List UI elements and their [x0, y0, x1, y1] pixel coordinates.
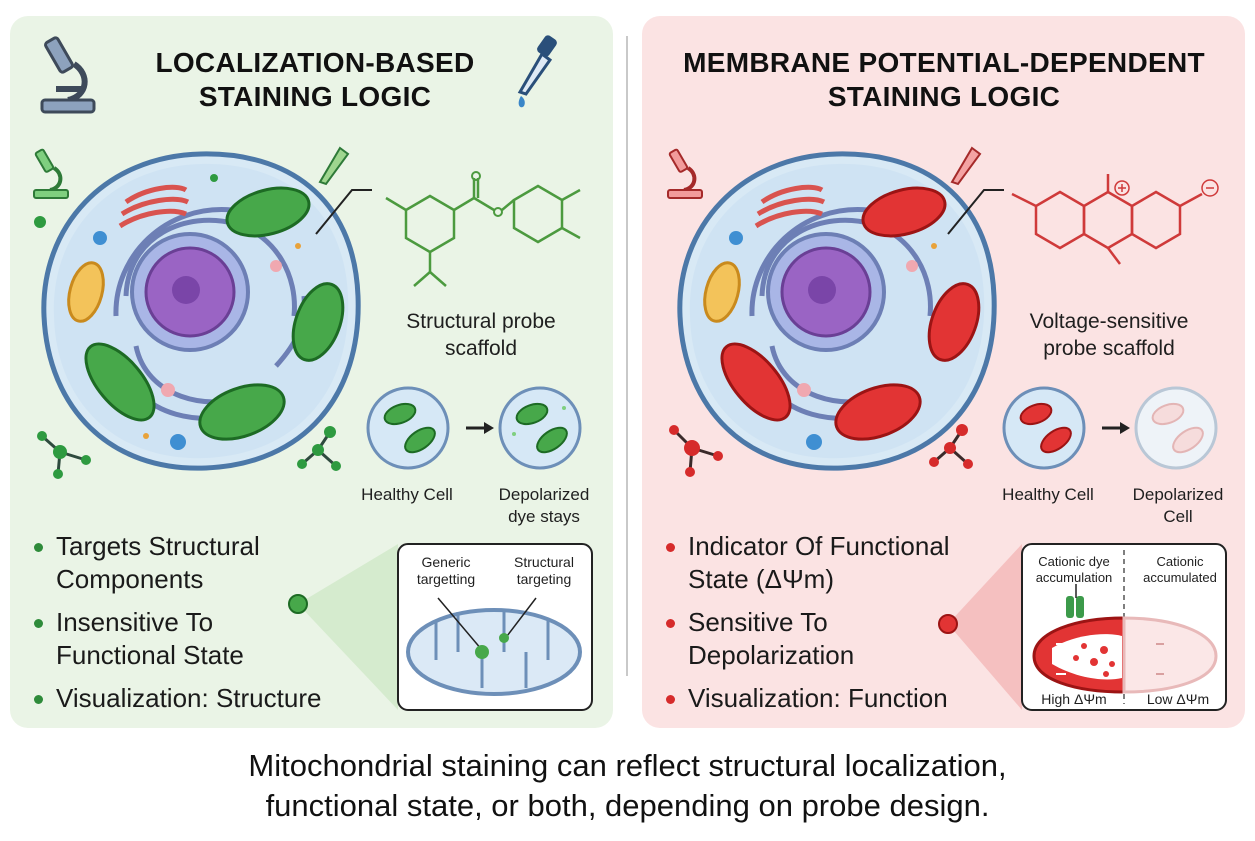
right-zoom-label-b: Cationic accumulated — [1130, 554, 1230, 586]
left-zoom-label-b-line2: targeting — [516, 571, 572, 587]
right-title: MEMBRANE POTENTIAL-DEPENDENT STAINING LO… — [652, 46, 1236, 114]
left-bullet-1-line1: Targets Structural — [56, 531, 260, 561]
high-potential-label: High ΔΨm — [1028, 688, 1120, 710]
left-scaffold-label: Structural probe scaffold — [378, 308, 584, 362]
left-zoom-label-a: Generic targetting — [404, 554, 488, 588]
right-title-line2: STAINING LOGIC — [827, 81, 1061, 112]
left-bullet-3-line1: Visualization: Structure — [56, 683, 322, 713]
small-microscope-icon-red — [667, 148, 703, 199]
left-healthy-label: Healthy Cell — [352, 484, 462, 506]
left-title-line2: STAINING LOGIC — [198, 81, 432, 112]
left-scaffold-line2: scaffold — [445, 337, 517, 360]
footer-caption: Mitochondrial staining can reflect struc… — [0, 746, 1255, 826]
bullet-dot — [666, 543, 675, 552]
microscope-icon — [40, 36, 96, 114]
right-zoom-label-a-line1: Cationic dye — [1038, 554, 1110, 569]
right-cell-diagram — [677, 151, 997, 471]
right-zoom-label-b-line1: Cationic — [1156, 554, 1204, 569]
right-bullet-1-line2: State (ΔΨm) — [688, 564, 834, 594]
right-depolarized-line1: Depolarized — [1132, 485, 1224, 504]
right-scaffold-line2: probe scaffold — [1043, 337, 1175, 360]
structural-probe-molecule — [385, 171, 581, 287]
left-bullet-3: Visualization: Structure — [30, 682, 370, 715]
bullet-dot — [34, 543, 43, 552]
left-pointer-line — [315, 189, 372, 235]
bullet-dot — [34, 619, 43, 628]
right-zoom-inset — [938, 543, 1227, 711]
right-healthy-text: Healthy Cell — [1002, 485, 1094, 504]
left-depolarized-line1: Depolarized — [498, 485, 590, 504]
right-bullet-3-line1: Visualization: Function — [688, 683, 948, 713]
left-title: LOCALIZATION-BASED STAINING LOGIC — [110, 46, 520, 114]
right-zoom-label-a: Cationic dye accumulation — [1022, 554, 1126, 586]
left-zoom-inset — [288, 543, 593, 711]
high-potential-text: High ΔΨm — [1041, 691, 1107, 707]
left-zoom-label-a-line2: targetting — [416, 571, 476, 587]
golgi — [118, 184, 190, 229]
right-scaffold-label: Voltage-sensitive probe scaffold — [1000, 308, 1218, 362]
bullet-dot — [34, 695, 43, 704]
left-title-line1: LOCALIZATION-BASED — [155, 47, 475, 78]
right-depolarized-line2: Cell — [1163, 507, 1193, 526]
left-healthy-to-depolarized — [366, 386, 582, 470]
green-mitochondria — [84, 186, 345, 441]
molecule-icon-red-left — [669, 425, 723, 477]
left-zoom-label-b-line1: Structural — [514, 554, 574, 570]
right-pointer-line — [947, 189, 1004, 235]
low-potential-label: Low ΔΨm — [1128, 688, 1228, 710]
molecule-icon-left — [37, 431, 91, 479]
small-dropper-icon-red — [950, 146, 982, 186]
right-scaffold-line1: Voltage-sensitive — [1029, 310, 1189, 333]
voltage-probe-molecule — [1011, 174, 1219, 265]
left-zoom-label-b: Structural targeting — [500, 554, 588, 588]
right-bullet-1-line1: Indicator Of Functional — [688, 531, 950, 561]
right-bullet-2-line2: Depolarization — [688, 640, 855, 670]
small-dropper-icon — [318, 146, 350, 186]
left-healthy-text: Healthy Cell — [361, 485, 453, 504]
right-healthy-to-depolarized — [1002, 386, 1218, 470]
left-depolarized-label: Depolarized dye stays — [484, 484, 604, 528]
right-title-line1: MEMBRANE POTENTIAL-DEPENDENT — [683, 47, 1205, 78]
bullet-dot — [666, 695, 675, 704]
panel-divider — [626, 36, 628, 676]
molecule-icon-red-right — [929, 424, 973, 469]
left-depolarized-line2: dye stays — [508, 507, 580, 526]
right-zoom-label-a-line2: accumulation — [1035, 570, 1113, 585]
left-bullet-2-line1: Insensitive To — [56, 607, 214, 637]
left-scaffold-line1: Structural probe — [406, 310, 556, 333]
bullet-dot — [666, 619, 675, 628]
dropper-icon — [517, 35, 557, 108]
molecule-icon-right — [297, 426, 341, 471]
small-microscope-icon — [33, 148, 69, 199]
right-bullet-3: Visualization: Function — [662, 682, 1002, 715]
green-dot-icon — [34, 216, 46, 228]
low-potential-text: Low ΔΨm — [1146, 691, 1210, 707]
left-cell-diagram — [41, 151, 361, 471]
left-zoom-label-a-line1: Generic — [421, 554, 471, 570]
footer-line2: functional state, or both, depending on … — [265, 788, 990, 823]
right-bullet-2-line1: Sensitive To — [688, 607, 828, 637]
right-healthy-label: Healthy Cell — [990, 484, 1106, 506]
footer-line1: Mitochondrial staining can reflect struc… — [248, 748, 1007, 783]
right-depolarized-label: Depolarized Cell — [1118, 484, 1238, 528]
left-bullet-2-line2: Functional State — [56, 640, 244, 670]
right-zoom-label-b-line2: accumulated — [1143, 570, 1217, 585]
left-bullet-1-line2: Components — [56, 564, 204, 594]
